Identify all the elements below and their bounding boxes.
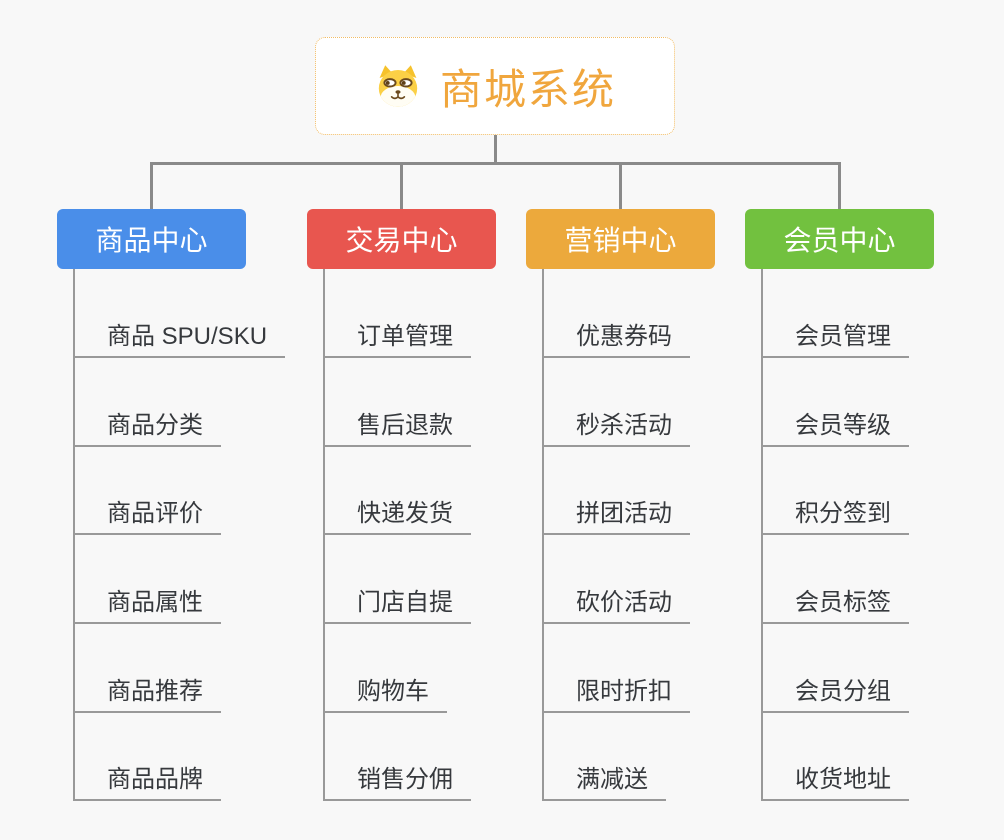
leaf-item[interactable]: 商品推荐 bbox=[73, 673, 221, 713]
leaf-item[interactable]: 收货地址 bbox=[761, 761, 909, 801]
leaf-item-label: 商品评价 bbox=[107, 500, 203, 527]
leaf-item[interactable]: 门店自提 bbox=[323, 584, 471, 624]
leaf-item[interactable]: 商品 SPU/SKU bbox=[73, 318, 286, 358]
leaf-item[interactable]: 拼团活动 bbox=[542, 495, 690, 535]
leaf-item-label: 积分签到 bbox=[795, 500, 891, 527]
leaf-item[interactable]: 购物车 bbox=[323, 673, 447, 713]
branch-header-4[interactable]: 会员中心 bbox=[745, 209, 934, 269]
leaf-item-label: 商品属性 bbox=[107, 589, 203, 616]
leaf-item[interactable]: 会员等级 bbox=[761, 407, 909, 447]
branch-header-2[interactable]: 交易中心 bbox=[307, 209, 496, 269]
leaf-item[interactable]: 会员管理 bbox=[761, 318, 909, 358]
leaf-item[interactable]: 会员分组 bbox=[761, 673, 909, 713]
shiba-dog-icon bbox=[378, 65, 418, 107]
branch-rail-line bbox=[73, 269, 75, 801]
leaf-item-label: 收货地址 bbox=[795, 766, 891, 793]
leaf-item-label: 限时折扣 bbox=[576, 678, 672, 705]
root-title: 商城系统 bbox=[439, 65, 616, 113]
leaf-item[interactable]: 销售分佣 bbox=[323, 761, 471, 801]
leaf-item-label: 会员分组 bbox=[795, 678, 891, 705]
leaf-item[interactable]: 限时折扣 bbox=[542, 673, 690, 713]
leaf-item[interactable]: 快递发货 bbox=[323, 495, 471, 535]
branch-rail-line bbox=[761, 269, 763, 801]
leaf-item[interactable]: 售后退款 bbox=[323, 407, 471, 447]
leaf-item[interactable]: 会员标签 bbox=[761, 584, 909, 624]
leaf-item[interactable]: 商品品牌 bbox=[73, 761, 221, 801]
leaf-item-label: 快递发货 bbox=[357, 500, 453, 527]
branch-drop-connector bbox=[838, 162, 841, 209]
leaf-item[interactable]: 砍价活动 bbox=[542, 584, 690, 624]
leaf-item-label: 商品分类 bbox=[107, 412, 203, 439]
leaf-item-label: 砍价活动 bbox=[576, 589, 672, 616]
leaf-item-label: 售后退款 bbox=[357, 412, 453, 439]
root-stem-connector bbox=[493, 135, 497, 165]
branch-bus-connector bbox=[150, 162, 841, 165]
leaf-item[interactable]: 满减送 bbox=[542, 761, 666, 801]
branch-header-1[interactable]: 商品中心 bbox=[57, 209, 246, 269]
leaf-item[interactable]: 商品分类 bbox=[73, 407, 221, 447]
leaf-item-label: 商品 SPU/SKU bbox=[107, 323, 268, 350]
leaf-item-label: 优惠券码 bbox=[576, 323, 672, 350]
leaf-item[interactable]: 商品属性 bbox=[73, 584, 221, 624]
leaf-item[interactable]: 秒杀活动 bbox=[542, 407, 690, 447]
branch-drop-connector bbox=[400, 162, 403, 209]
root-node[interactable]: 商城系统 bbox=[315, 37, 675, 135]
leaf-item-label: 商品推荐 bbox=[107, 678, 203, 705]
branch-rail-line bbox=[323, 269, 325, 801]
leaf-item-label: 商品品牌 bbox=[107, 766, 203, 793]
leaf-item-label: 秒杀活动 bbox=[576, 412, 672, 439]
leaf-item-label: 销售分佣 bbox=[357, 766, 453, 793]
leaf-item-label: 购物车 bbox=[357, 678, 429, 705]
branch-drop-connector bbox=[619, 162, 622, 209]
leaf-item-label: 会员管理 bbox=[795, 323, 891, 350]
leaf-item[interactable]: 商品评价 bbox=[73, 495, 221, 535]
branch-rail-line bbox=[542, 269, 544, 801]
leaf-item-label: 拼团活动 bbox=[576, 500, 672, 527]
leaf-item-label: 会员等级 bbox=[795, 412, 891, 439]
leaf-item[interactable]: 优惠券码 bbox=[542, 318, 690, 358]
branch-drop-connector bbox=[150, 162, 153, 209]
leaf-item[interactable]: 积分签到 bbox=[761, 495, 909, 535]
leaf-item-label: 会员标签 bbox=[795, 589, 891, 616]
leaf-item-label: 门店自提 bbox=[357, 589, 453, 616]
branch-header-3[interactable]: 营销中心 bbox=[526, 209, 715, 269]
leaf-item-label: 订单管理 bbox=[357, 323, 453, 350]
leaf-item[interactable]: 订单管理 bbox=[323, 318, 471, 358]
leaf-item-label: 满减送 bbox=[576, 766, 648, 793]
